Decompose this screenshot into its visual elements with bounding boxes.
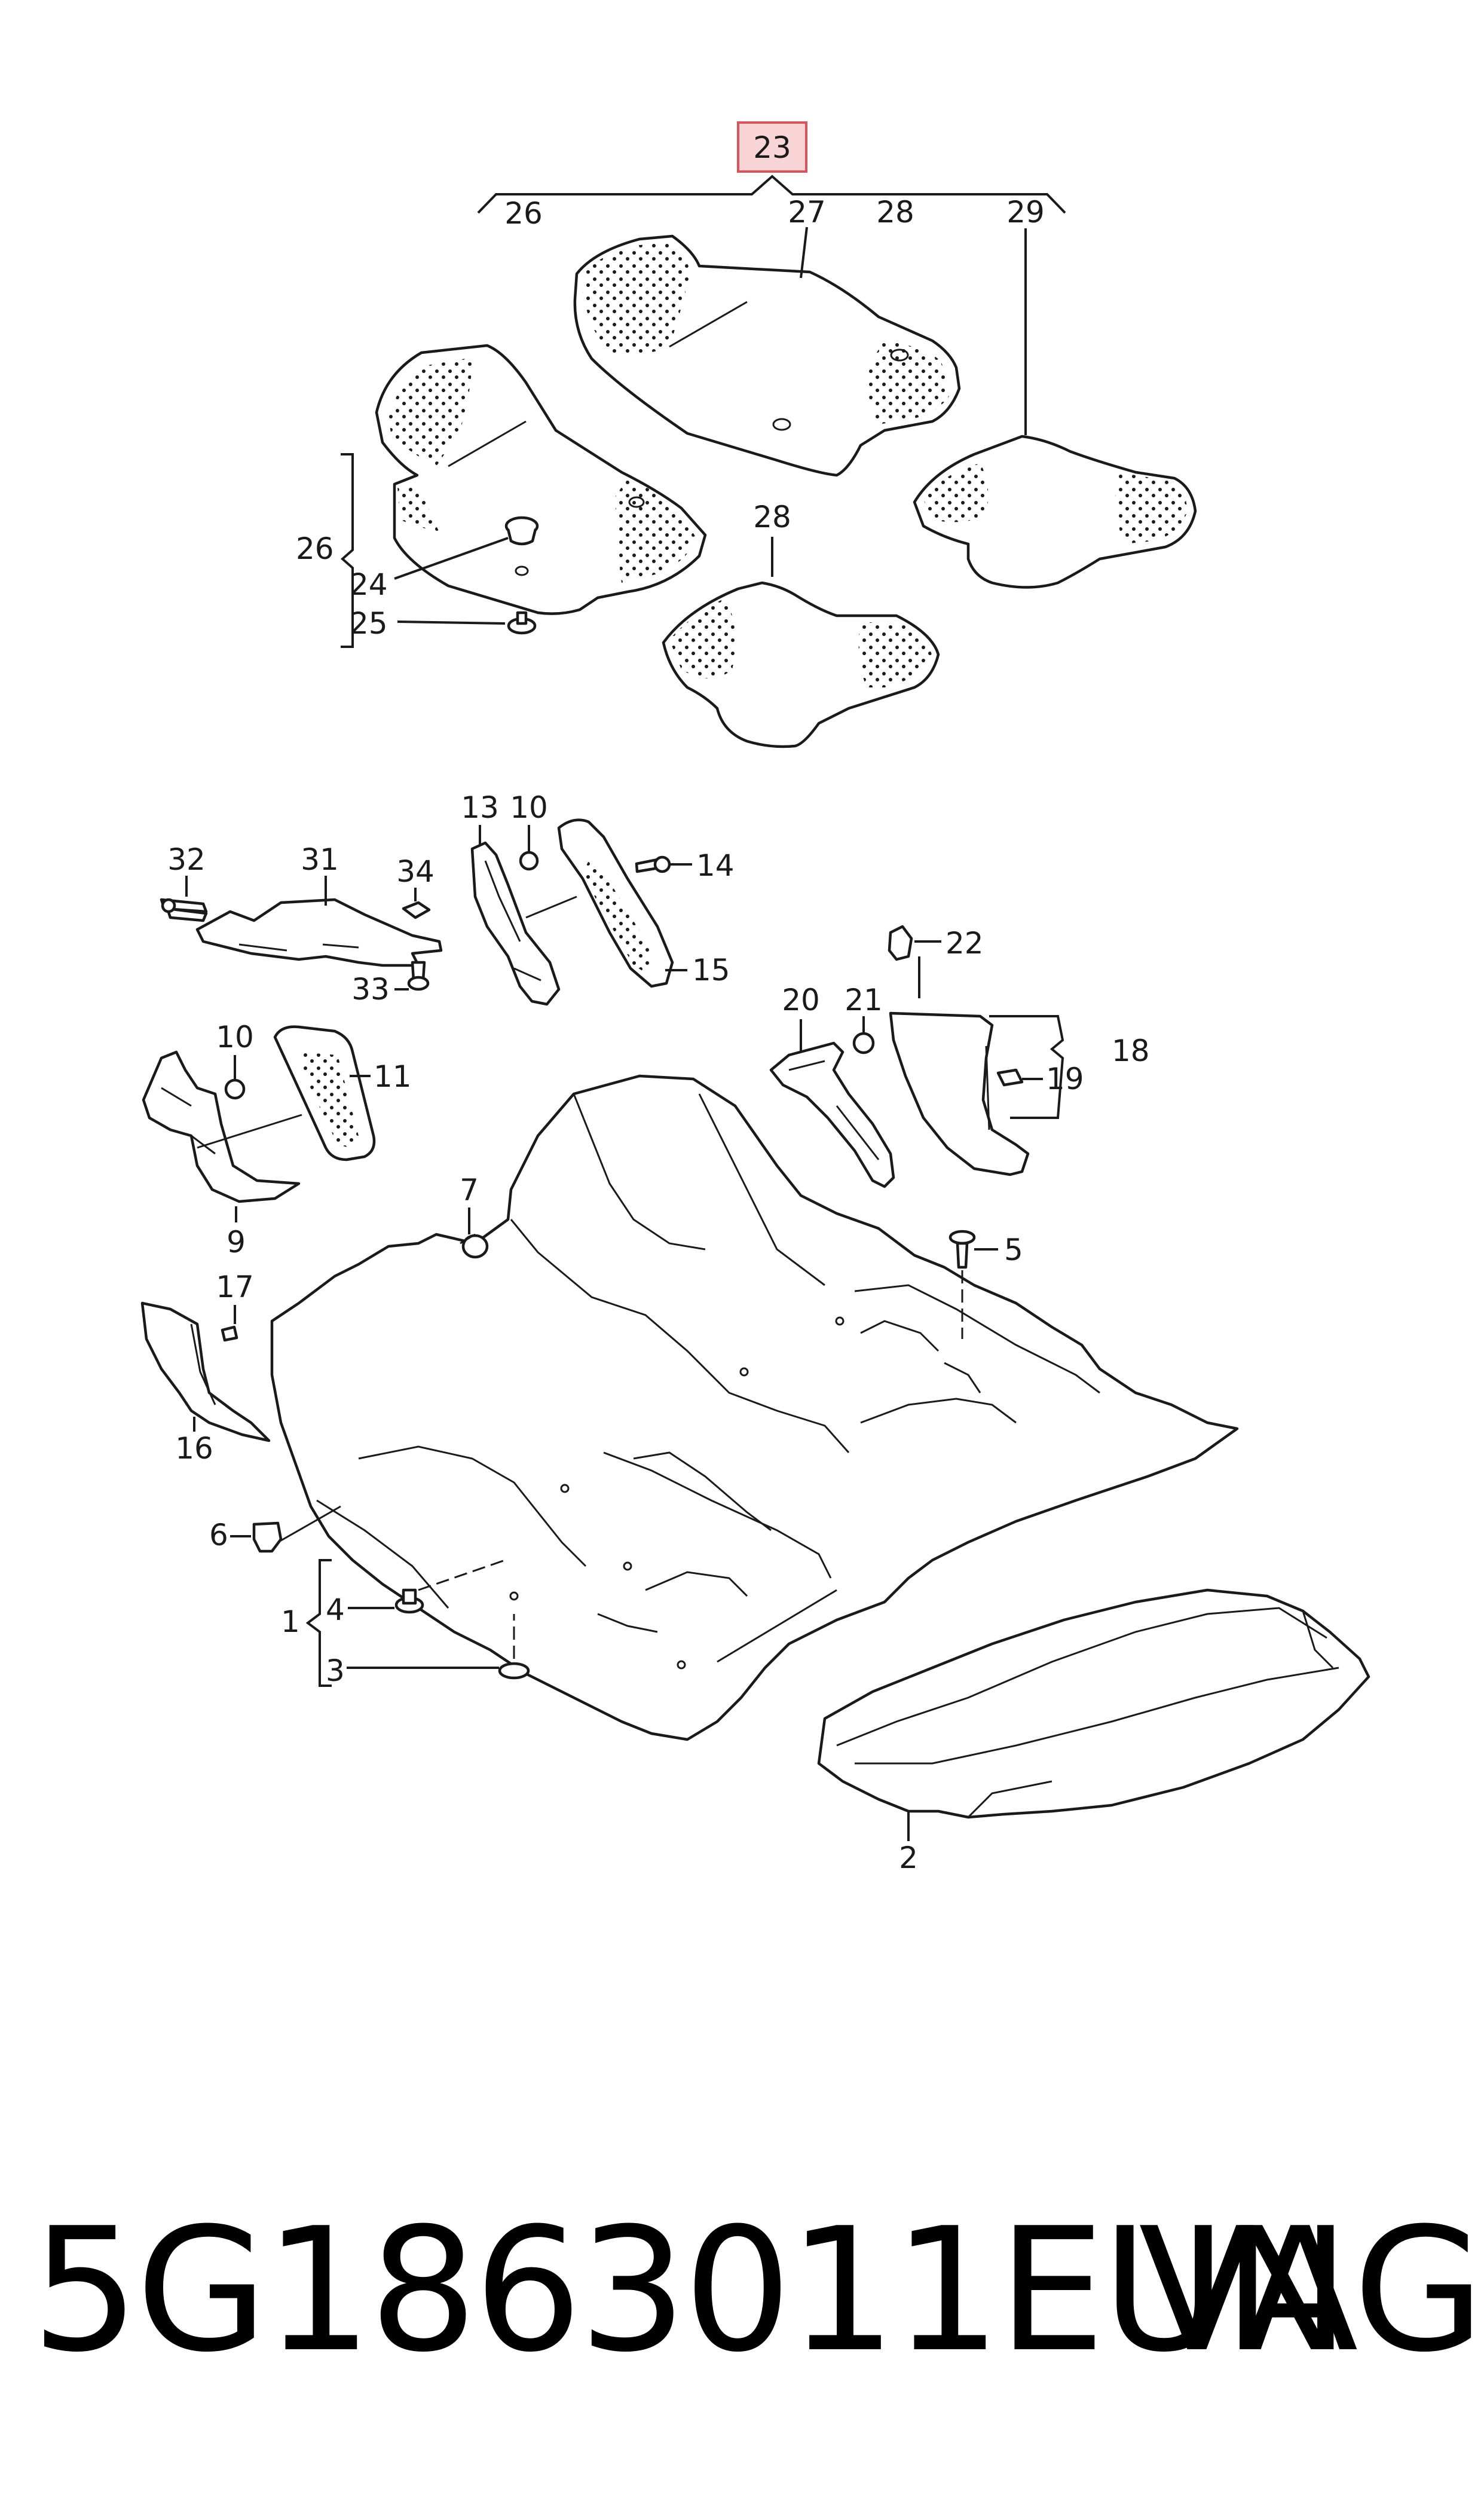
floor-mat-27 (573, 227, 961, 477)
label-16: 16 (175, 1431, 213, 1466)
label-26-top: 26 (504, 196, 543, 231)
label-21: 21 (844, 983, 883, 1017)
label-29: 29 (1006, 195, 1045, 230)
label-7: 7 (460, 1173, 479, 1207)
part-2-rear-carpet (817, 1588, 1370, 1841)
label-19: 19 (1046, 1062, 1084, 1096)
part-3-fastener (347, 1614, 530, 1680)
label-25: 25 (350, 606, 388, 641)
label-10-lower: 10 (216, 1020, 254, 1054)
label-15: 15 (692, 953, 730, 988)
floor-mat-28 (662, 537, 940, 748)
bracket-1-left (305, 1559, 332, 1687)
part-16-trim (140, 1301, 271, 1442)
label-2: 2 (899, 1841, 918, 1875)
label-27: 27 (788, 195, 826, 230)
label-20: 20 (782, 983, 820, 1017)
part-10-nut-lower (224, 1055, 246, 1100)
brand-text: VAG (1139, 2191, 1484, 2390)
mat-clip-24 (394, 516, 539, 580)
part-7-grommet (460, 1207, 489, 1259)
label-13: 13 (461, 790, 499, 825)
part-9-pedal-bracket (142, 1050, 302, 1222)
part-22-clip (888, 925, 941, 998)
part-33-screw (394, 961, 430, 991)
floor-mat-26 (375, 344, 707, 615)
label-5: 5 (1004, 1233, 1023, 1267)
label-1: 1 (281, 1604, 300, 1639)
bracket-26-left (340, 453, 354, 648)
label-26: 26 (296, 531, 334, 566)
callout-23-box[interactable]: 23 (737, 121, 807, 173)
label-4: 4 (326, 1592, 345, 1627)
floor-mat-29 (913, 228, 1197, 589)
part-1-floor-carpet (270, 1074, 1239, 1741)
part-31-bracket (195, 876, 443, 967)
mat-clip-25 (397, 611, 537, 635)
label-18: 18 (1112, 1034, 1150, 1068)
part-5-fastener (948, 1230, 998, 1339)
label-11: 11 (374, 1059, 412, 1094)
label-28-top: 28 (876, 195, 914, 230)
part-6-clip (230, 1505, 341, 1553)
label-31: 31 (301, 842, 339, 877)
part-number-text: 5G1863011EUN (31, 2191, 1350, 2390)
label-9: 9 (227, 1225, 246, 1259)
part-18-panel (889, 1011, 1064, 1176)
part-4-fastener (348, 1559, 506, 1614)
label-33: 33 (351, 972, 390, 1007)
label-14: 14 (696, 848, 735, 883)
part-19-clip (996, 1068, 1043, 1087)
label-6: 6 (209, 1518, 228, 1552)
label-3: 3 (326, 1653, 345, 1688)
exploded-parts-diagram: 23 26 27 28 29 28 (140, 121, 1370, 1875)
part-21-nut (852, 1016, 875, 1054)
part-13-pedal-bracket (470, 825, 561, 1006)
part-34-nut (402, 888, 431, 919)
label-34: 34 (396, 854, 435, 889)
label-23: 23 (753, 130, 791, 165)
label-22: 22 (946, 926, 984, 961)
label-28: 28 (753, 500, 791, 534)
part-32-clip (160, 876, 208, 922)
mat-set-bracket (477, 175, 1066, 214)
label-24: 24 (350, 567, 388, 602)
part-11-pedal-pad (273, 1025, 376, 1161)
part-14-screw (635, 855, 692, 873)
part-15-pedal-pad (525, 818, 687, 988)
label-17: 17 (216, 1270, 254, 1304)
part-20-bracket (769, 1019, 895, 1188)
label-10: 10 (510, 790, 548, 825)
part-10-nut-upper (519, 825, 539, 871)
part-17-screw (221, 1305, 238, 1342)
label-32: 32 (167, 842, 206, 877)
